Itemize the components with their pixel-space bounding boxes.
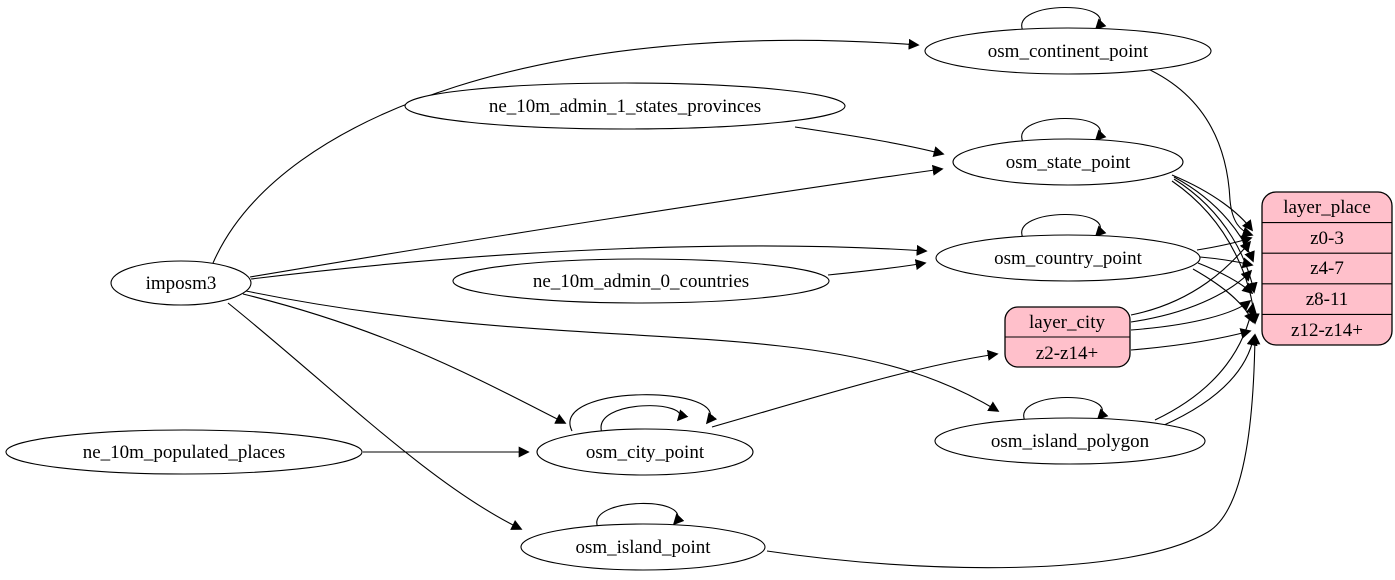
layer_place-row-z4-7: z4-7 xyxy=(1310,258,1344,279)
node-layer_place: layer_place z0-3 z4-7 z8-11 z12-z14+ xyxy=(1261,191,1393,346)
node-osm_city_point: osm_city_point xyxy=(536,428,754,476)
edge-imposm3-osm_state_point xyxy=(249,164,944,278)
edge-self-osm_state_point xyxy=(1021,117,1107,143)
edge-osm_island_point-layer_place-z12-z14 xyxy=(766,333,1261,569)
osm_state_point-ellipse xyxy=(952,138,1184,186)
edge-osm_country_point-layer_place-z12-z14 xyxy=(1192,268,1255,324)
edge-self-osm_island_point xyxy=(596,502,685,529)
osm_state_point-label: osm_state_point xyxy=(1006,152,1131,173)
edge-osm_continent_point-layer_place-z0-3 xyxy=(1145,67,1254,238)
imposm3-label: imposm3 xyxy=(146,273,217,294)
ne_10m_admin_1_states_provinces-label: ne_10m_admin_1_states_provinces xyxy=(489,96,761,117)
imposm3-ellipse xyxy=(110,260,252,306)
ne_10m_admin_0_countries-label: ne_10m_admin_0_countries xyxy=(533,271,749,292)
osm_island_polygon-label: osm_island_polygon xyxy=(991,431,1150,452)
osm_continent_point-label: osm_continent_point xyxy=(988,41,1149,62)
edge-osm_state_point-layer_place-z0-3 xyxy=(1171,174,1253,232)
edge-imposm3-osm_city_point xyxy=(242,293,567,424)
edge-osm_city_point-layer_city-z2-z14 xyxy=(711,349,999,428)
edge-imposm3-osm_continent_point xyxy=(212,38,920,264)
node-ne_10m_populated_places: ne_10m_populated_places xyxy=(5,429,363,475)
osm_island_polygon-ellipse xyxy=(934,417,1206,465)
edge-layer xyxy=(212,6,1261,569)
edge-self-osm_continent_point xyxy=(1021,6,1107,32)
layer_place-box xyxy=(1261,191,1393,346)
node-osm_continent_point: osm_continent_point xyxy=(924,27,1212,75)
layer_place-row-z8-11: z8-11 xyxy=(1306,289,1349,310)
edge-layer_city-layer_place-z4-7 xyxy=(1130,269,1253,323)
node-osm_country_point: osm_country_point xyxy=(935,234,1201,282)
node-layer_city: layer_city z2-z14+ xyxy=(1004,306,1131,368)
node-osm_island_point: osm_island_point xyxy=(520,523,766,571)
ne_10m_populated_places-ellipse xyxy=(5,429,363,475)
node-ne_10m_admin_1_states_provinces: ne_10m_admin_1_states_provinces xyxy=(404,82,846,130)
ne_10m_admin_0_countries-ellipse xyxy=(452,258,830,304)
edge-self-outer-osm_city_point xyxy=(569,394,718,432)
edge-layer_city-layer_place-z12-z14 xyxy=(1130,328,1252,351)
edge-osm_state_point-layer_place-z4-7 xyxy=(1173,176,1255,263)
osm_country_point-label: osm_country_point xyxy=(994,248,1142,269)
edge-ne_10m_admin_1_states_provinces-osm_state_point xyxy=(794,126,945,157)
osm_island_point-label: osm_island_point xyxy=(575,537,711,558)
edge-imposm3-osm_island_point xyxy=(227,302,523,530)
ne_10m_admin_1_states_provinces-ellipse xyxy=(404,82,846,130)
layer_place-row-z12-z14: z12-z14+ xyxy=(1291,320,1363,341)
edge-ne_10m_admin_0_countries-osm_country_point xyxy=(827,259,927,276)
edge-osm_country_point-layer_place-z8-11 xyxy=(1197,262,1254,295)
edge-imposm3-osm_island_polygon xyxy=(245,290,1000,412)
layer_city-row-z2-z14: z2-z14+ xyxy=(1036,343,1098,364)
osm_country_point-ellipse xyxy=(935,234,1201,282)
edge-osm_country_point-layer_place-z4-7 xyxy=(1199,256,1254,269)
layer_place-header: layer_place xyxy=(1283,197,1371,218)
edge-osm_island_polygon-layer_place-z8-11 xyxy=(1154,302,1257,421)
edge-osm_country_point-layer_place-z0-3 xyxy=(1196,235,1253,251)
node-osm_island_polygon: osm_island_polygon xyxy=(934,417,1206,465)
layer_city-header: layer_city xyxy=(1029,312,1105,333)
osm_city_point-ellipse xyxy=(536,428,754,476)
edge-self-osm_country_point xyxy=(1021,213,1107,239)
edge-imposm3-osm_country_point xyxy=(250,244,928,280)
edge-layer_city-layer_place-z8-11 xyxy=(1130,299,1252,331)
edge-osm_island_polygon-layer_place-z12-z14 xyxy=(1161,334,1258,427)
node-osm_state_point: osm_state_point xyxy=(952,138,1184,186)
ne_10m_populated_places-label: ne_10m_populated_places xyxy=(83,442,286,463)
edge-self-inner-osm_city_point xyxy=(600,405,689,434)
osm_island_point-ellipse xyxy=(520,523,766,571)
osm_continent_point-ellipse xyxy=(924,27,1212,75)
layer_place-row-z0-3: z0-3 xyxy=(1310,228,1344,249)
edge-layer_city-layer_place-z0-3 xyxy=(1130,240,1252,316)
edge-osm_state_point-layer_place-z8-11 xyxy=(1173,178,1258,294)
osm_city_point-label: osm_city_point xyxy=(586,442,705,463)
node-imposm3: imposm3 xyxy=(110,260,252,306)
node-ne_10m_admin_0_countries: ne_10m_admin_0_countries xyxy=(452,258,830,304)
edge-self-osm_island_polygon xyxy=(1023,396,1109,422)
